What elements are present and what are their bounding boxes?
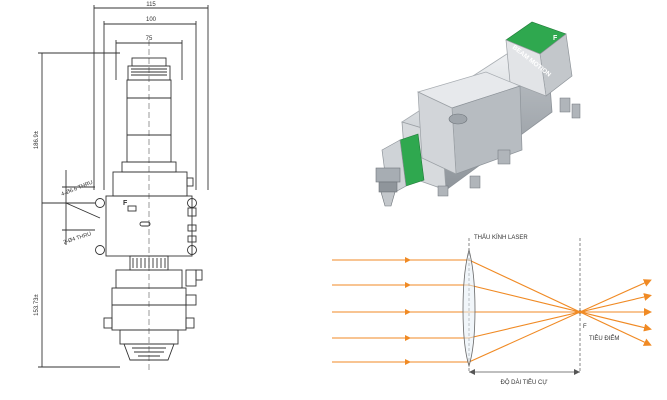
top-module-side	[505, 39, 547, 97]
focal-point	[578, 310, 582, 314]
side-fittings	[185, 177, 203, 306]
focal-arrow-left	[469, 369, 475, 375]
ray-arrow	[405, 335, 411, 341]
top-dimensions	[93, 5, 209, 190]
window-slot	[448, 113, 468, 125]
dim-153-label: 153.73±	[34, 293, 40, 315]
laser-lens	[462, 248, 476, 368]
product-logo-mark: F	[553, 35, 558, 42]
focal-arrow-right	[574, 369, 580, 375]
nozzle-ring-2	[378, 181, 398, 193]
dim-186-label: 186.9±	[34, 130, 40, 149]
nozzle-tip	[380, 191, 396, 207]
fitting-c	[469, 175, 481, 189]
callout-upper-label: 4-Ø6.6 THRU	[61, 180, 94, 198]
refracted-ray	[468, 279, 652, 363]
drawing-labels: 115 100 75 186.9± 153.73± 4-Ø6.6 THRU 2-…	[34, 2, 157, 316]
refracted-ray	[468, 284, 652, 332]
dim-75-label: 75	[146, 36, 153, 42]
lens-label: THẤU KÍNH LASER	[474, 234, 528, 241]
dim-100-label: 100	[146, 17, 157, 23]
fitting-d	[497, 149, 511, 165]
ray-arrow	[405, 309, 411, 315]
nozzle-ring-1	[375, 167, 401, 183]
refracted-ray	[468, 259, 652, 346]
callout-lower-label: 2-Ø4 THRU	[63, 231, 92, 246]
ray-arrow	[405, 359, 411, 365]
left-dimensions	[38, 52, 120, 368]
technical-drawing	[38, 5, 209, 372]
head-outline	[95, 40, 197, 372]
dim-115-label: 115	[146, 2, 156, 8]
ray-arrow	[405, 282, 411, 288]
focus-label: TIÊU ĐIỂM	[589, 334, 619, 342]
ray-arrow	[405, 257, 411, 263]
fitting-e	[437, 185, 449, 197]
fitting-a	[559, 97, 571, 113]
light-rays	[332, 257, 652, 365]
focal-length-label: ĐỘ DÀI TIÊU CỰ	[500, 378, 547, 386]
drawing-logo-mark: F	[123, 200, 128, 207]
optics-diagram: THẤU KÍNH LASER F TIÊU ĐIỂM ĐỘ DÀI TIÊU …	[332, 234, 652, 386]
refracted-ray	[468, 293, 652, 339]
fitting-b	[571, 103, 581, 119]
focus-mark: F	[583, 324, 587, 330]
product-illustration: BEAM MOTION F	[375, 21, 581, 207]
mid-box-side	[417, 91, 457, 175]
